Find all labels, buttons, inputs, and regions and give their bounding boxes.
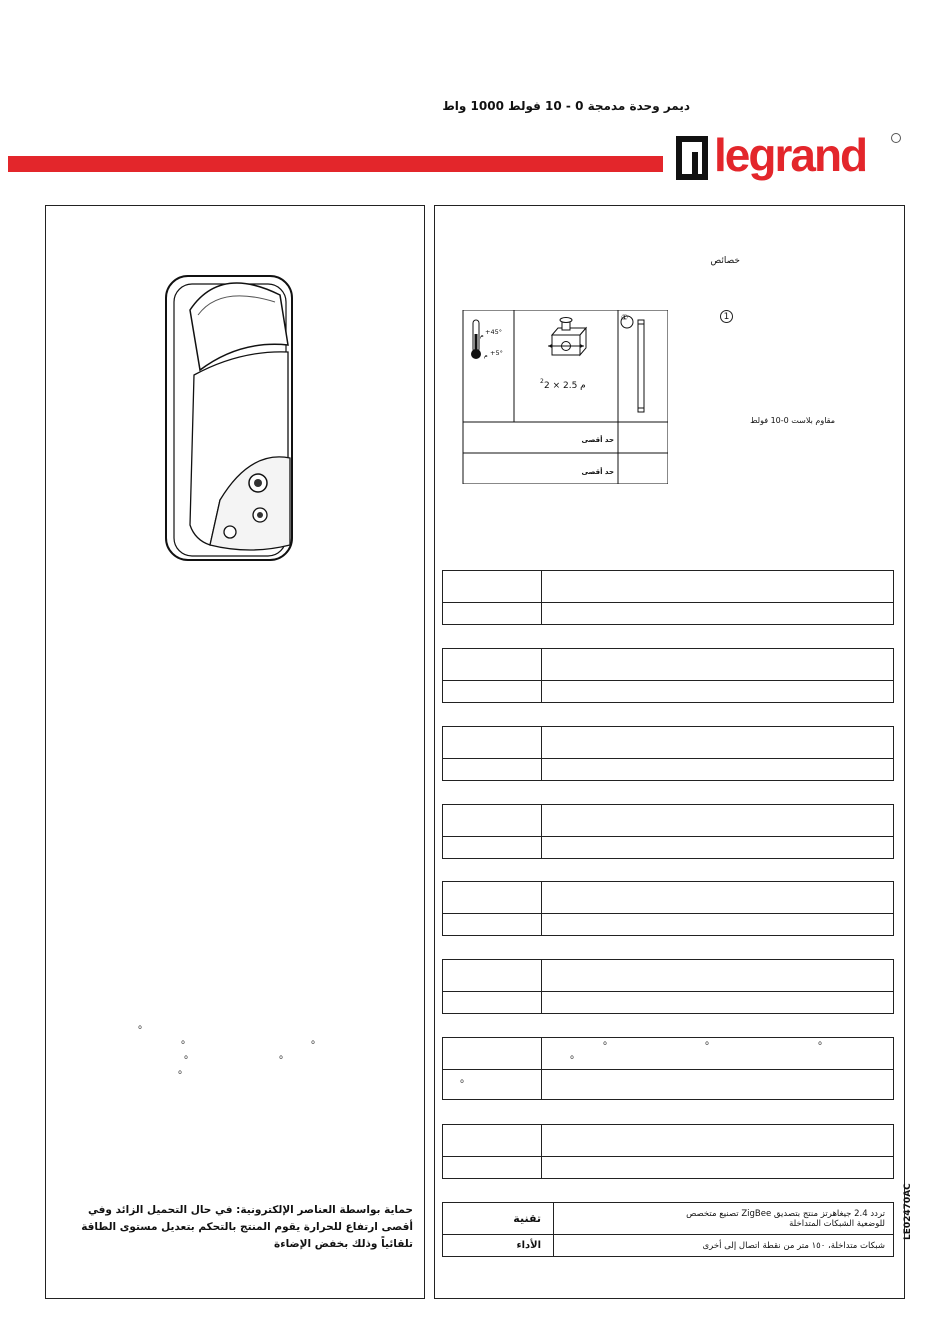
spec-table (442, 1037, 894, 1100)
legrand-logo (676, 133, 901, 180)
max-label-1: حد أقصى (581, 436, 615, 444)
spec-table (442, 1124, 894, 1179)
device-illustration (165, 275, 293, 561)
protection-note: حماية بواسطة العناصر الإلكترونية: في حال… (81, 1204, 413, 1250)
spec-table (442, 804, 894, 859)
max-label-2: حد أقصى (581, 468, 615, 476)
technology-label: تقنية (442, 1202, 554, 1235)
spec-table (442, 959, 894, 1014)
document-title: ديمر وحدة مدمجة 0 - 10 فولط 1000 واط (442, 99, 690, 113)
performance-description: شبكات متداخلة، ١٥٠ متر من نقطة اتصال إلى… (553, 1234, 894, 1257)
technology-desc-line1: تردد 2.4 جيغاهرتز منتج بتصديق ZigBee تصن… (686, 1208, 885, 1219)
spec-table (442, 570, 894, 625)
terminal-size: 2 × 2.5 م (544, 381, 586, 391)
header-red-bar (8, 156, 663, 172)
temp-min: +5° (490, 349, 503, 357)
terminal-power: 2 (540, 378, 544, 385)
specs-diagram (462, 310, 668, 484)
ballast-label: مقاوم بلاست 0-10 فولط (750, 416, 835, 425)
right-panel (434, 205, 905, 1299)
left-panel (45, 205, 425, 1299)
circle-ref-small: ① (621, 313, 629, 322)
temp-unit: م (484, 352, 488, 359)
technology-description: تردد 2.4 جيغاهرتز منتج بتصديق ZigBee تصن… (553, 1202, 894, 1235)
spec-table (442, 726, 894, 781)
temp-unit: م (480, 332, 484, 339)
features-title: خصائص (710, 256, 740, 266)
technology-desc-line2: للوضعية الشبكات المتداخلة (789, 1218, 885, 1229)
document-code: LE02470AC (903, 1183, 913, 1240)
brand-wordmark: legrand (714, 129, 868, 181)
tech-table: تقنية تردد 2.4 جيغاهرتز منتج بتصديق ZigB… (442, 1202, 894, 1257)
spec-table (442, 648, 894, 703)
spec-table (442, 881, 894, 936)
performance-label: الأداء (442, 1234, 554, 1257)
circle-ref: 1 (720, 310, 733, 323)
temp-max: +45° (485, 328, 502, 336)
